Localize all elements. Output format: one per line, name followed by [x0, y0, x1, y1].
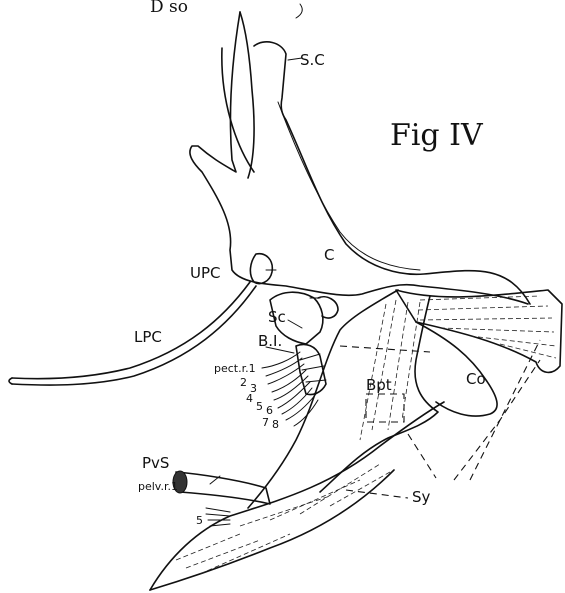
- label-bi: B.I.: [258, 332, 282, 350]
- label-co: Co: [466, 370, 486, 388]
- header-fragment-stroke: [296, 4, 302, 18]
- label-c: C: [324, 246, 334, 264]
- header-fragment: D so: [150, 0, 188, 17]
- label-pect-r1: pect.r.1: [214, 362, 256, 375]
- label-sc: Sc: [268, 308, 286, 326]
- label-pvs: PvS: [142, 454, 169, 472]
- ray-number-8: 8: [272, 418, 279, 431]
- ray-number-2: 2: [240, 376, 247, 389]
- ray-number-5: 5: [256, 400, 263, 413]
- label-bpt: Bpt: [366, 376, 392, 394]
- ray-number-7: 7: [262, 416, 269, 429]
- label-lpc: LPC: [134, 328, 162, 346]
- cleithrum-outline: [190, 12, 530, 304]
- label-pelv-r1: pelv.r.1: [138, 480, 178, 493]
- label-sc-upper: S.C: [300, 51, 325, 69]
- label-pelvic-ray-5: 5: [196, 514, 203, 527]
- upper-postcleithrum: [250, 254, 272, 284]
- figure-title: Fig IV: [390, 118, 484, 153]
- pelvic-fin: [150, 402, 444, 590]
- label-sy: Sy: [412, 488, 431, 506]
- label-upc: UPC: [190, 264, 221, 282]
- symphysis-lines: [346, 340, 540, 498]
- ray-number-4: 4: [246, 392, 253, 405]
- coracoid-band: [396, 290, 562, 372]
